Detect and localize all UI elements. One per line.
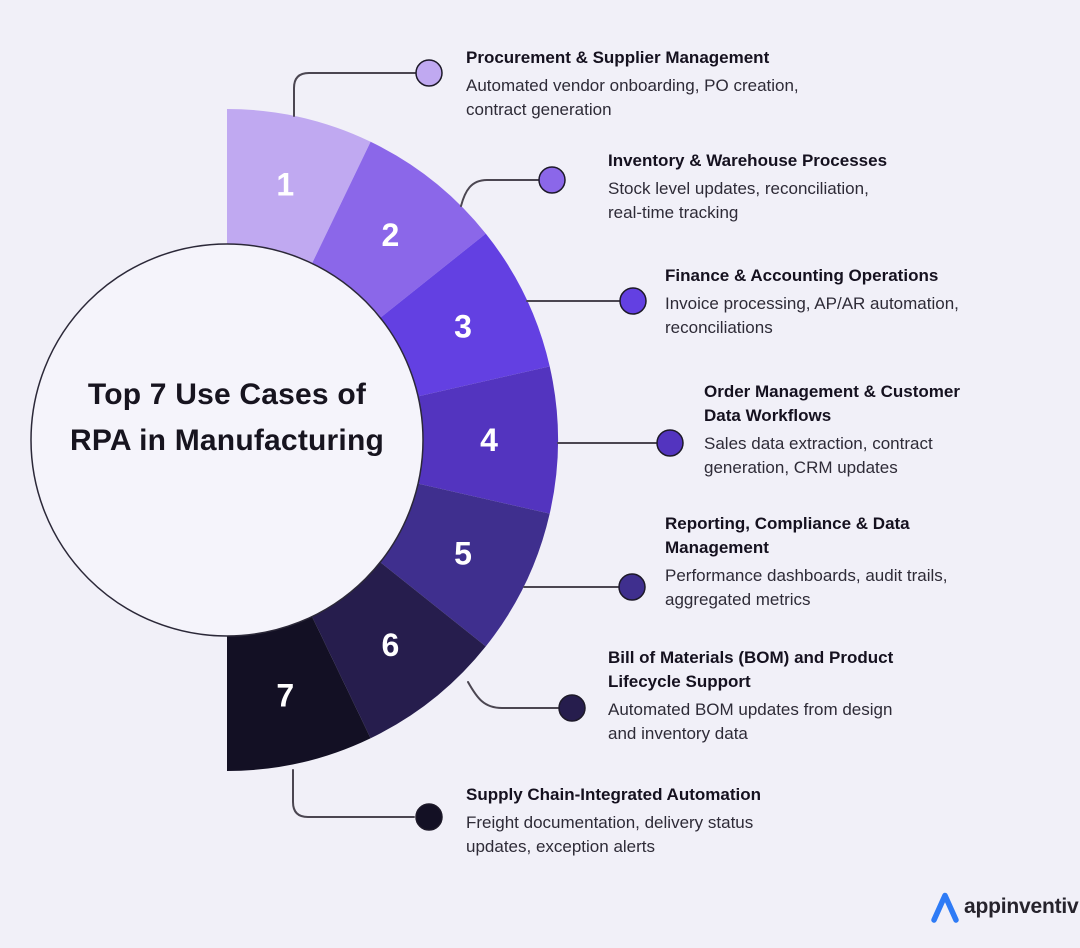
callout-title: Inventory & Warehouse Processes	[608, 149, 887, 173]
callout-body-line: and inventory data	[608, 724, 748, 743]
segment-number-6: 6	[381, 627, 399, 663]
callout-dot-3	[619, 287, 647, 315]
callout-title-line: Inventory & Warehouse Processes	[608, 151, 888, 170]
segment-number-3: 3	[454, 308, 472, 344]
donut-segment-2	[312, 141, 486, 318]
callout-line-2	[460, 179, 539, 207]
callout-body-line: Performance dashboards, audit trails,	[665, 566, 948, 585]
appinventiv-logo: appinventiv	[930, 889, 1079, 925]
center-circle	[30, 243, 424, 637]
donut-segment-1	[227, 109, 371, 264]
segment-number-5: 5	[454, 536, 472, 572]
callout-title-line: Data Workflows	[704, 406, 832, 425]
callout-body-line: contract generation	[466, 100, 612, 119]
callout-dot-7	[415, 803, 443, 831]
callout-line-6	[467, 681, 559, 709]
callout-title-line: Finance & Accounting Operations	[665, 266, 939, 285]
callout-body-line: Freight documentation, delivery status	[466, 813, 754, 832]
callout-title-line: Reporting, Compliance & Data	[665, 514, 910, 533]
donut-segment-7	[227, 616, 371, 771]
callout-title: Finance & Accounting Operations	[665, 264, 959, 288]
callout-title-line: Procurement & Supplier Management	[466, 48, 770, 67]
callout-title-line: Supply Chain-Integrated Automation	[466, 785, 761, 804]
callout-body-line: reconciliations	[665, 318, 773, 337]
callout-body: Automated BOM updates from design and inv…	[608, 698, 893, 746]
callout-body-line: Sales data extraction, contract	[704, 434, 933, 453]
appinventiv-logo-text: appinventiv	[964, 895, 1079, 918]
appinventiv-logo-icon	[931, 892, 959, 923]
callout-body: Automated vendor onboarding, PO creation…	[466, 74, 799, 122]
callout-body: Invoice processing, AP/AR automation, rec…	[665, 292, 959, 340]
segment-number-1: 1	[276, 167, 294, 203]
callout-title-line: Lifecycle Support	[608, 672, 751, 691]
callout-body-line: Automated vendor onboarding, PO creation…	[466, 76, 799, 95]
callout-title: Procurement & Supplier Management	[466, 46, 799, 70]
donut-segment-3	[380, 233, 550, 397]
donut-segment-4	[418, 366, 558, 514]
callout-dot-4	[656, 429, 684, 457]
callout-body-line: generation, CRM updates	[704, 458, 898, 477]
chart-title-line1: Top 7 Use Cases of	[87, 378, 367, 411]
callout-body-line: Invoice processing, AP/AR automation,	[665, 294, 959, 313]
callout-body: Performance dashboards, audit trails, agg…	[665, 564, 948, 612]
callout-line-7	[292, 769, 415, 818]
segment-number-7: 7	[276, 677, 294, 713]
callout-dot-6	[558, 694, 586, 722]
callout-title: Supply Chain-Integrated Automation	[466, 783, 761, 807]
donut-segment-5	[380, 483, 550, 647]
callout-dot-1	[415, 59, 443, 87]
callout-body-line: Stock level updates, reconciliation,	[608, 179, 869, 198]
chart-title: Top 7 Use Cases of RPA in Manufacturing	[32, 372, 422, 464]
callout-line-1	[293, 72, 416, 117]
callout-title-line: Order Management & Customer	[704, 382, 960, 401]
callout-body-line: aggregated metrics	[665, 590, 811, 609]
callout-dot-2	[538, 166, 566, 194]
callout-body-line: updates, exception alerts	[466, 837, 656, 856]
callout-body-line: Automated BOM updates from design	[608, 700, 893, 719]
donut-segment-6	[312, 562, 486, 739]
segment-number-4: 4	[480, 422, 498, 458]
callout-title-line: Management	[665, 538, 769, 557]
segment-number-2: 2	[381, 217, 399, 253]
callout-body: Freight documentation, delivery status up…	[466, 811, 761, 859]
callout-body: Stock level updates, reconciliation, real…	[608, 177, 887, 225]
callout-body-line: real-time tracking	[608, 203, 739, 222]
callout-body: Sales data extraction, contract generatio…	[704, 432, 960, 480]
chart-title-line2: RPA in Manufacturing	[70, 424, 384, 457]
callout-dot-5	[618, 573, 646, 601]
callout-title-line: Bill of Materials (BOM) and Product	[608, 648, 894, 667]
